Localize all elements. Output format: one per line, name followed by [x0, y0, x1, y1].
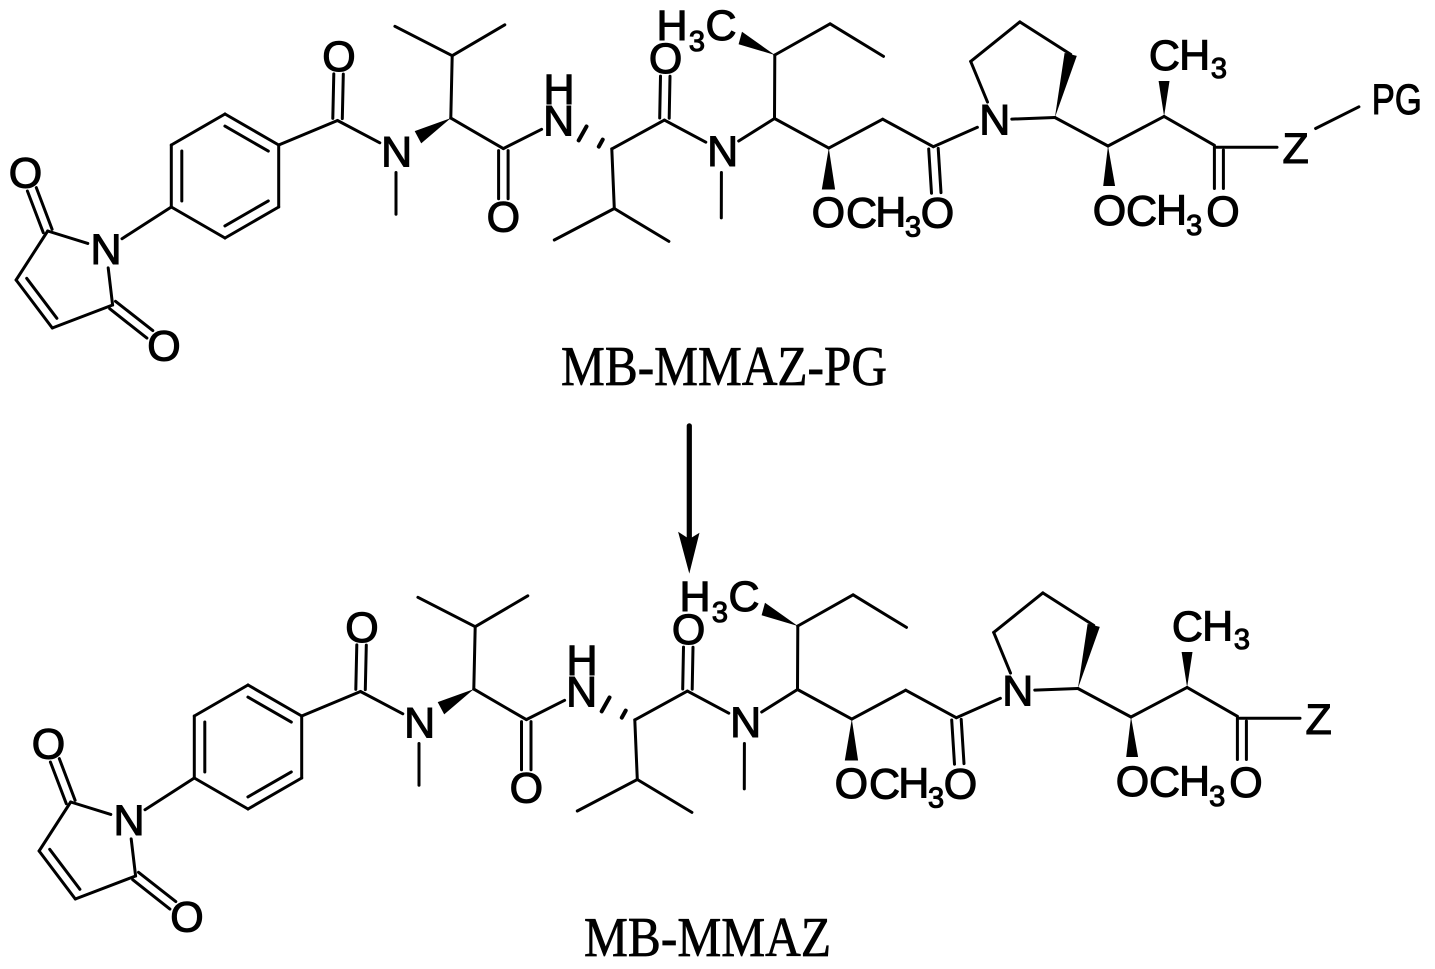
svg-text:MB-MMAZ: MB-MMAZ — [584, 907, 831, 969]
svg-text:H: H — [656, 2, 687, 50]
svg-text:N: N — [381, 129, 412, 177]
svg-text:C: C — [1126, 188, 1157, 236]
svg-text:N: N — [404, 700, 435, 748]
svg-text:3: 3 — [1186, 210, 1202, 242]
svg-text:N: N — [543, 98, 574, 146]
svg-text:O: O — [170, 893, 203, 941]
svg-text:O: O — [322, 33, 355, 81]
svg-text:O: O — [835, 760, 868, 808]
svg-text:H: H — [1179, 32, 1210, 80]
svg-text:O: O — [32, 720, 65, 768]
svg-text:C: C — [705, 2, 736, 50]
svg-text:3: 3 — [689, 26, 705, 58]
svg-text:O: O — [487, 194, 520, 242]
svg-text:3: 3 — [1211, 53, 1227, 85]
svg-text:Z: Z — [1282, 125, 1308, 173]
svg-text:H: H — [1156, 187, 1187, 235]
svg-text:N: N — [707, 128, 738, 176]
svg-text:N: N — [1002, 668, 1033, 716]
svg-text:O: O — [1229, 759, 1262, 807]
svg-text:3: 3 — [905, 212, 921, 244]
svg-text:O: O — [1093, 187, 1126, 235]
svg-text:C: C — [1149, 32, 1180, 80]
svg-text:O: O — [921, 190, 954, 238]
svg-text:H: H — [566, 637, 597, 685]
svg-text:O: O — [672, 606, 705, 654]
svg-text:O: O — [649, 35, 682, 83]
svg-text:C: C — [1149, 759, 1180, 807]
svg-text:C: C — [728, 573, 759, 621]
svg-text:H: H — [543, 66, 574, 114]
svg-text:N: N — [90, 226, 121, 274]
svg-text:H: H — [679, 573, 710, 621]
svg-text:O: O — [345, 604, 378, 652]
svg-text:PG: PG — [1372, 76, 1422, 124]
svg-text:MB-MMAZ-PG: MB-MMAZ-PG — [561, 336, 887, 398]
svg-text:C: C — [869, 760, 900, 808]
svg-text:C: C — [846, 189, 877, 237]
svg-text:N: N — [566, 669, 597, 717]
svg-text:O: O — [147, 322, 180, 370]
svg-text:3: 3 — [712, 597, 728, 629]
svg-text:O: O — [1116, 758, 1149, 806]
svg-text:O: O — [812, 189, 845, 237]
svg-text:O: O — [1206, 188, 1239, 236]
svg-text:O: O — [510, 765, 543, 813]
svg-text:O: O — [944, 761, 977, 809]
svg-text:3: 3 — [1234, 624, 1250, 656]
svg-text:N: N — [113, 797, 144, 845]
svg-text:Z: Z — [1305, 696, 1331, 744]
svg-text:3: 3 — [928, 783, 944, 815]
svg-text:3: 3 — [1209, 781, 1225, 813]
svg-text:H: H — [1202, 603, 1233, 651]
svg-text:H: H — [875, 189, 906, 237]
svg-text:H: H — [1179, 758, 1210, 806]
svg-text:C: C — [1172, 603, 1203, 651]
svg-text:O: O — [9, 149, 42, 197]
svg-text:N: N — [979, 97, 1010, 145]
svg-text:H: H — [898, 760, 929, 808]
svg-text:N: N — [730, 699, 761, 747]
